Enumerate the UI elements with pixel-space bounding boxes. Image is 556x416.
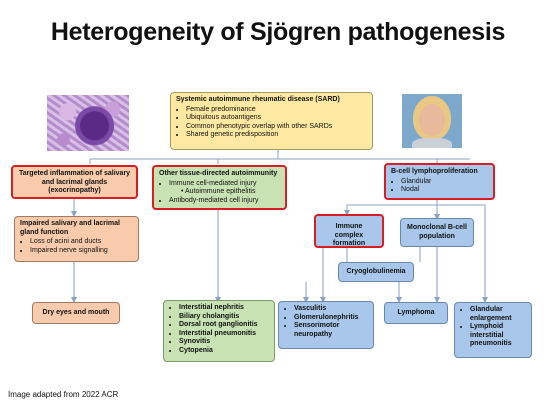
dry-heading: Dry eyes and mouth — [42, 309, 110, 316]
sard-heading: Systemic autoimmune rheumatic disease (S… — [176, 96, 340, 103]
cryo-heading: Cryoglobulinemia — [346, 268, 406, 275]
dry-eyes-box: Dry eyes and mouth — [32, 302, 120, 324]
bcell-heading: B-cell lymphoproliferation — [391, 168, 478, 175]
glandular-item: Lymphoid interstitial pneumonitis — [470, 323, 526, 349]
immune-complex-box: Immune complex formation — [314, 214, 384, 248]
immune-complex-heading: Immune complex formation — [332, 223, 366, 248]
other-item: Antibody-mediated cell injury — [169, 197, 280, 206]
other-item: Immune cell-mediated injury — [169, 180, 280, 189]
glandular-box: Glandular enlargement Lymphoid interstit… — [454, 302, 532, 358]
impaired-function-box: Impaired salivary and lacrimal gland fun… — [14, 216, 139, 262]
sard-item: Shared genetic predisposition — [186, 131, 367, 140]
tissue-item: Interstitial nephritis — [179, 304, 269, 313]
tissue-item: Cytopenia — [179, 347, 269, 356]
lymphoma-heading: Lymphoma — [397, 309, 435, 316]
page-title: Heterogeneity of Sjögren pathogenesis — [50, 18, 506, 46]
other-subitem: • Autoimmune epithelitis — [181, 188, 256, 196]
lymphoma-box: Lymphoma — [384, 302, 448, 324]
tissue-item: Synovitis — [179, 338, 269, 347]
tissue-item: Dorsal root ganglionitis — [179, 321, 269, 330]
sard-item: Common phenotypic overlap with other SAR… — [186, 123, 367, 132]
salivary-heading: Targeted inflammation of salivary and la… — [18, 170, 131, 195]
patient-portrait-image — [402, 94, 462, 148]
cryoglobulinemia-box: Cryoglobulinemia — [338, 262, 414, 282]
vasc-item: Glomerulonephritis — [294, 314, 368, 323]
tissue-item: Biliary cholangitis — [179, 313, 269, 322]
bcell-lymphoproliferation-box: B-cell lymphoproliferation Glandular Nod… — [384, 163, 495, 200]
vasc-item: Sensorimotor neuropathy — [294, 322, 368, 339]
glandular-item: Glandular enlargement — [470, 306, 526, 323]
sard-item: Ubiquitous autoantigens — [186, 114, 367, 123]
monoclonal-box: Monoclonal B-cell population — [400, 218, 474, 247]
vasc-item: Vasculitis — [294, 305, 368, 314]
bcell-item: Glandular — [401, 178, 488, 187]
vasculitis-box: Vasculitis Glomerulonephritis Sensorimot… — [278, 301, 374, 349]
bcell-item: Nodal — [401, 186, 488, 195]
impaired-heading: Impaired salivary and lacrimal gland fun… — [20, 220, 120, 236]
monoclonal-heading: Monoclonal B-cell population — [407, 224, 467, 240]
other-tissue-box: Other tissue-directed autoimmunity Immun… — [152, 165, 287, 210]
image-caption: Image adapted from 2022 ACR — [8, 390, 119, 399]
sard-box: Systemic autoimmune rheumatic disease (S… — [170, 92, 373, 150]
histology-image — [47, 95, 129, 151]
tissue-item: Interstitial pneumonitis — [179, 330, 269, 339]
impaired-item: Impaired nerve signalling — [30, 247, 133, 256]
sard-item: Female predominance — [186, 106, 367, 115]
tissue-manifestations-box: Interstitial nephritis Biliary cholangit… — [163, 300, 275, 362]
other-heading: Other tissue-directed autoimmunity — [159, 170, 278, 177]
salivary-inflammation-box: Targeted inflammation of salivary and la… — [11, 165, 138, 199]
impaired-item: Loss of acini and ducts — [30, 238, 133, 247]
